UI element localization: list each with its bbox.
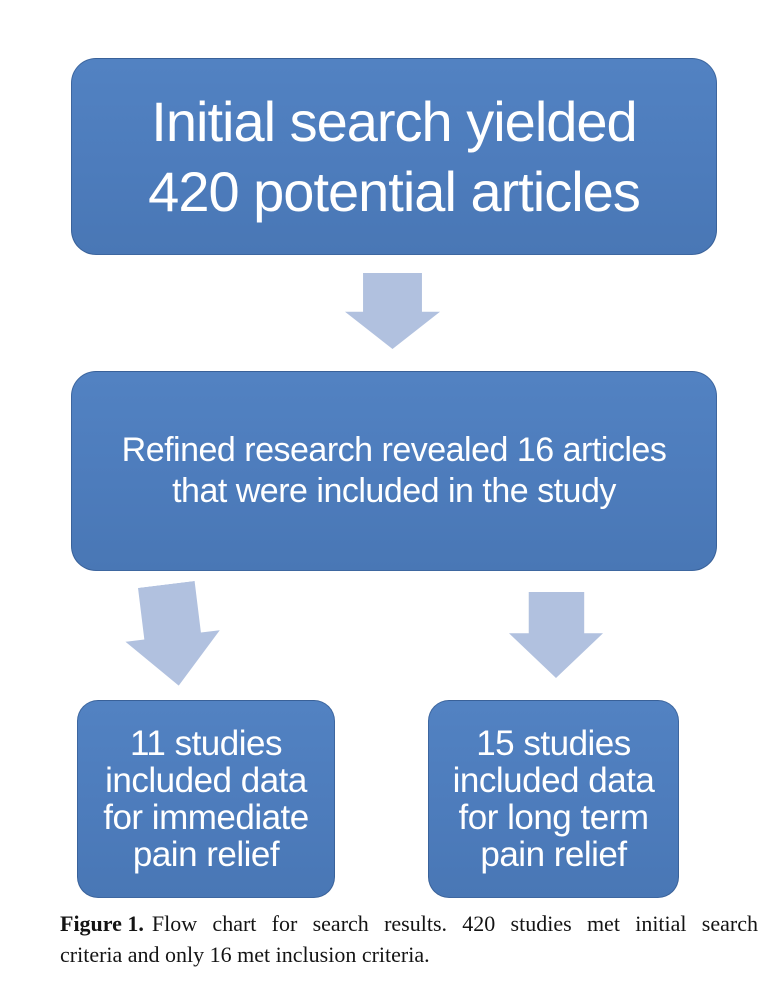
node-text-line: pain relief <box>480 835 627 874</box>
flow-node-immediate-pain-relief: 11 studies included data for immediate p… <box>77 700 335 898</box>
caption-line: Figure 1. Flow chart for search results. … <box>60 908 758 939</box>
down-arrow-icon <box>345 273 440 349</box>
caption-text: Flow chart for search results. 420 studi… <box>151 911 758 936</box>
node-text-line: 15 studies <box>476 724 631 763</box>
node-text-line: included data <box>105 761 307 800</box>
node-text-line: Initial search yielded <box>151 89 637 153</box>
figure-caption: Figure 1. Flow chart for search results. … <box>60 908 758 970</box>
node-text-line: 420 potential articles <box>148 159 641 223</box>
node-text-line: pain relief <box>132 835 280 874</box>
node-text-line: for immediate <box>103 798 309 837</box>
flow-node-initial-search: Initial search yielded 420 potential art… <box>71 58 717 255</box>
caption-label: Figure 1. <box>60 911 144 936</box>
node-text-line: Refined research revealed 16 articles <box>121 431 667 469</box>
node-text-line: 11 studies <box>130 724 282 763</box>
caption-line: criteria and only 16 met inclusion crite… <box>60 942 430 967</box>
node-text-line: for long term <box>458 798 649 837</box>
flow-node-refined-search: Refined research revealed 16 articles th… <box>71 371 717 571</box>
node-text-line: that were included in the study <box>172 472 616 510</box>
flow-node-long-term-pain-relief: 15 studies included data for long term p… <box>428 700 679 898</box>
down-arrow-icon <box>509 592 603 678</box>
down-arrow-tilted-icon <box>119 579 226 692</box>
node-text-line: included data <box>452 761 655 800</box>
